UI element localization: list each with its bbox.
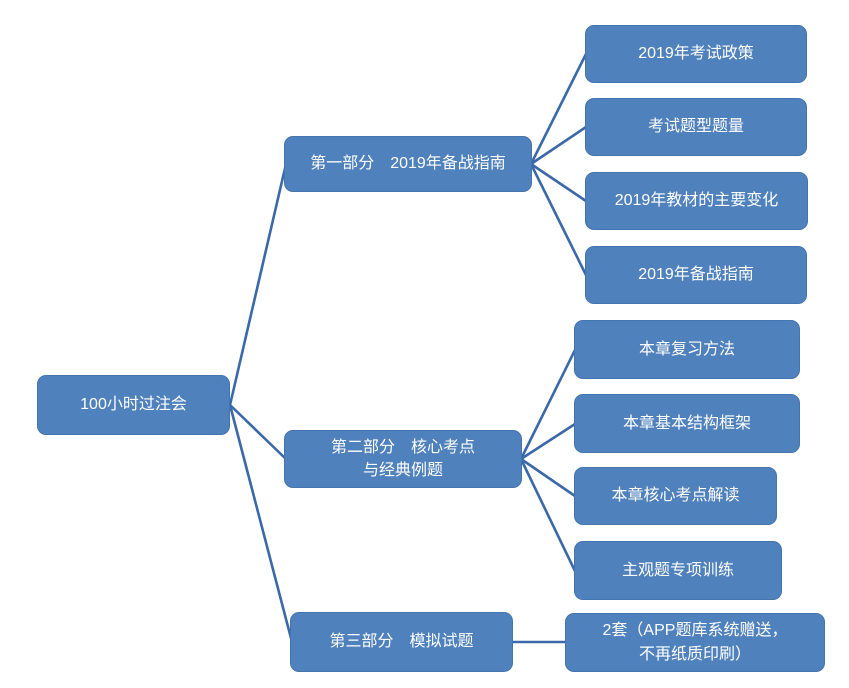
branch-part2-label-line2: 与经典例题 (362, 462, 443, 479)
root-node-label: 100小时过注会 (80, 396, 187, 414)
leaf-mock-exam-sets-line2: 不再纸质印刷） (638, 645, 751, 663)
leaf-question-types-label: 考试题型题量 (647, 118, 744, 136)
leaf-subjective-training-label: 主观题专项训练 (621, 561, 734, 579)
leaf-textbook-changes: 2019年教材的主要变化 (585, 172, 808, 230)
leaf-exam-policy-label: 2019年考试政策 (638, 45, 754, 63)
branch-part2-label-line1: 第二部分 核心考点 (330, 438, 475, 456)
root-node-course: 100小时过注会 (37, 375, 230, 435)
leaf-textbook-changes-label: 2019年教材的主要变化 (614, 192, 779, 210)
leaf-key-points-analysis: 本章核心考点解读 (574, 467, 777, 525)
leaf-review-method-label: 本章复习方法 (638, 340, 735, 358)
leaf-prep-guide-label: 2019年备战指南 (638, 266, 754, 284)
branch-part3-label: 第三部分 模拟试题 (329, 633, 474, 651)
leaf-prep-guide: 2019年备战指南 (585, 246, 807, 304)
branch-part2-key-points: 第二部分 核心考点 与经典例题 (284, 430, 522, 488)
leaf-key-points-analysis-label: 本章核心考点解读 (611, 487, 740, 505)
leaf-mock-exam-sets: 2套（APP题库系统赠送， 不再纸质印刷） (565, 613, 825, 672)
leaf-review-method: 本章复习方法 (574, 320, 800, 379)
leaf-structure-framework-label: 本章基本结构框架 (622, 414, 751, 432)
branch-part1-label: 第一部分 2019年备战指南 (310, 155, 506, 173)
leaf-structure-framework: 本章基本结构框架 (574, 394, 800, 453)
leaf-mock-exam-sets-line1: 2套（APP题库系统赠送， (602, 622, 788, 640)
branch-part1-prep-guide: 第一部分 2019年备战指南 (284, 136, 532, 192)
branch-part3-mock-exams: 第三部分 模拟试题 (290, 612, 513, 672)
leaf-exam-policy: 2019年考试政策 (585, 25, 807, 83)
leaf-question-types: 考试题型题量 (585, 98, 807, 156)
leaf-subjective-training: 主观题专项训练 (574, 541, 782, 600)
